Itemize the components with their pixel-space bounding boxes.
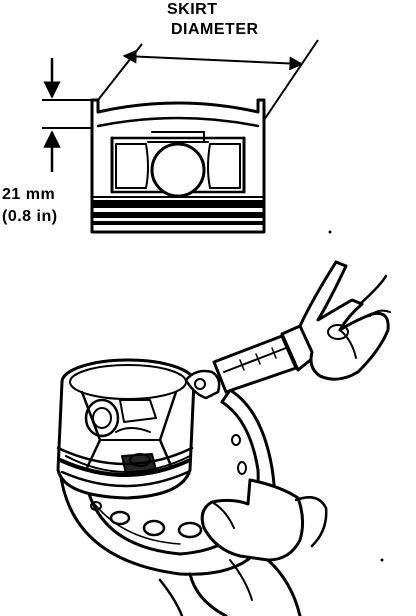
- height-dimension-label: 21 mm (0.8 in): [2, 184, 58, 228]
- skirt-diameter-label-line2: DIAMETER: [171, 21, 259, 38]
- hand-icon: [298, 260, 390, 381]
- piston-ring-groove-1: [92, 200, 264, 208]
- piston-ring-groove-3: [92, 221, 264, 225]
- piston-skirt-curve: [96, 116, 260, 128]
- skirt-diameter-label: SKIRT DIAMETER: [167, 0, 259, 40]
- height-dimension: [42, 58, 92, 172]
- piston-pin-hole: [150, 142, 206, 198]
- piston-side-view: [90, 98, 266, 234]
- piston-left-window: [115, 143, 149, 189]
- height-dimension-imperial: (0.8 in): [2, 208, 58, 225]
- skirt-diameter-label-line1: SKIRT: [167, 1, 218, 18]
- piston-ring-groove-2: [92, 212, 264, 218]
- piston-right-window: [207, 143, 241, 189]
- height-dimension-metric: 21 mm: [2, 186, 56, 203]
- skirt-diameter-arrow: [122, 49, 304, 71]
- skirt-diameter-dimension: [97, 39, 319, 121]
- micrometer-measurement-scene: [56, 230, 391, 616]
